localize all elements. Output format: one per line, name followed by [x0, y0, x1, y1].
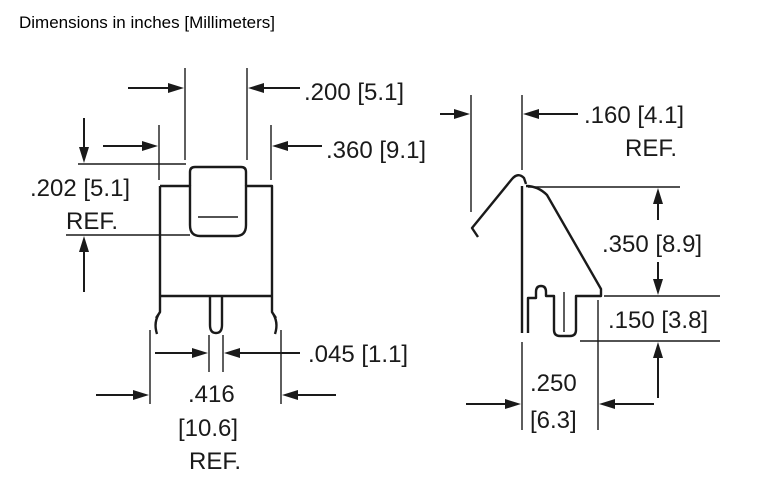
dim-side-depth-in: .250 — [530, 370, 577, 397]
side-view-dimensions — [440, 95, 720, 430]
side-front-profile — [525, 184, 603, 338]
dim-side-depth-mm: [6.3] — [530, 407, 577, 434]
dim-overall-width-mm: [10.6] — [178, 415, 238, 442]
dim-side-top: .160 [4.1] — [584, 102, 684, 129]
dim-side-height: .350 [8.9] — [602, 231, 702, 258]
diagram-title: Dimensions in inches [Millimeters] — [19, 13, 276, 32]
dim-overall-width-ref: REF. — [189, 448, 241, 475]
dim-outer-width: .360 [9.1] — [326, 137, 426, 164]
dim-height-a-ref: REF. — [66, 208, 118, 235]
dim-gap: .045 [1.1] — [308, 341, 408, 368]
dim-overall-width-in: .416 — [188, 381, 235, 408]
side-view-part — [470, 174, 603, 338]
front-body-outline — [160, 184, 274, 296]
front-view-dimensions — [66, 68, 336, 404]
dim-side-lower: .150 [3.8] — [608, 307, 708, 334]
front-left-leg — [154, 296, 162, 335]
front-center-slot — [208, 296, 224, 335]
front-view-part — [154, 165, 278, 335]
dim-side-top-ref: REF. — [625, 135, 677, 162]
dim-top-width: .200 [5.1] — [304, 79, 404, 106]
side-hook — [470, 174, 528, 238]
front-top-tab — [188, 165, 248, 186]
dim-height-a: .202 [5.1] — [30, 175, 130, 202]
front-right-leg — [270, 296, 278, 335]
